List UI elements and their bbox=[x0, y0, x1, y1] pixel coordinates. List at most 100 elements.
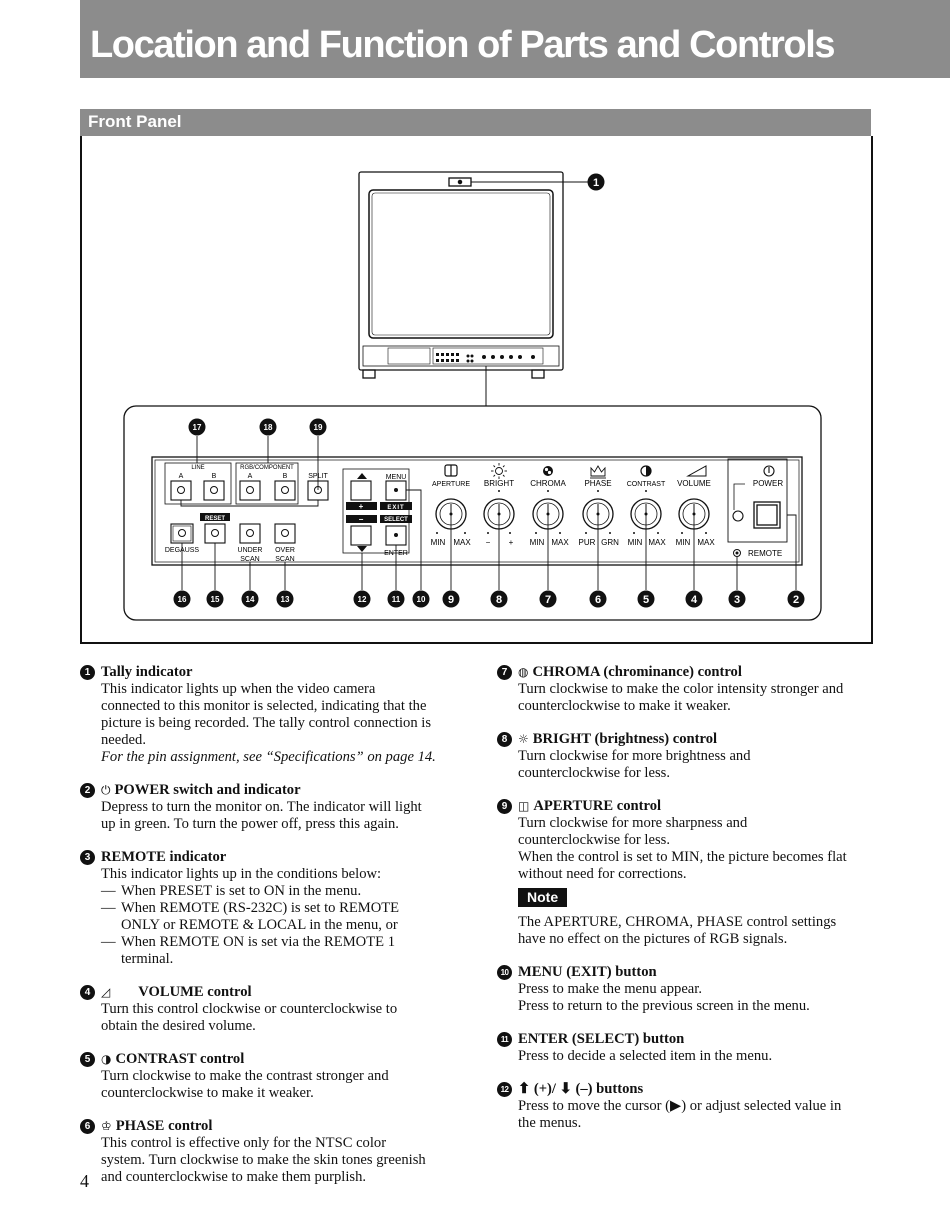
svg-text:1: 1 bbox=[593, 177, 599, 189]
item-number-badge: 2 bbox=[80, 783, 95, 798]
reset-label: RESET bbox=[205, 516, 225, 522]
item-title: ENTER (SELECT) button bbox=[518, 1031, 685, 1047]
power-switch[interactable] bbox=[753, 501, 781, 529]
line-a-button[interactable] bbox=[170, 480, 192, 501]
bright-icon bbox=[491, 463, 507, 479]
descriptions-right-column: 7 ◍CHROMA (chrominance) control Turn clo… bbox=[497, 664, 877, 1148]
select-label: SELECT bbox=[384, 517, 408, 523]
svg-text:19: 19 bbox=[314, 423, 323, 432]
item-text: up in green. To turn the power off, pres… bbox=[101, 816, 399, 832]
rgb-b-label: B bbox=[283, 473, 288, 480]
item-text: This control is effective only for the N… bbox=[101, 1135, 387, 1151]
item-title: MENU (EXIT) button bbox=[518, 964, 657, 980]
line-label: LINE bbox=[191, 465, 204, 471]
item-text: counterclockwise for less. bbox=[518, 832, 670, 848]
down-arrow-icon bbox=[357, 546, 367, 552]
power-area-box bbox=[727, 458, 788, 543]
reset-button[interactable] bbox=[204, 523, 226, 544]
chroma-icon bbox=[543, 466, 553, 476]
callout-10: 10 bbox=[412, 590, 430, 608]
enter-select-button[interactable] bbox=[385, 525, 407, 546]
svg-text:18: 18 bbox=[264, 423, 273, 432]
item-title: REMOTE indicator bbox=[101, 849, 227, 865]
description-item-8: 8 ☼BRIGHT (brightness) control Turn cloc… bbox=[497, 731, 877, 782]
svg-text:6: 6 bbox=[595, 594, 601, 606]
item-number-badge: 9 bbox=[497, 799, 512, 814]
control-panel bbox=[151, 456, 803, 566]
callout-11: 11 bbox=[387, 590, 405, 608]
menu-exit-button[interactable] bbox=[385, 480, 407, 501]
item-title: VOLUME control bbox=[138, 984, 252, 1000]
description-item-3: 3 REMOTE indicator This indicator lights… bbox=[80, 849, 460, 968]
phase-icon: ♔ bbox=[101, 1119, 112, 1133]
item-reference: For the pin assignment, see “Specificati… bbox=[101, 749, 436, 765]
aperture-max-label: MAX bbox=[453, 538, 471, 547]
item-text: Turn clockwise to make the contrast stro… bbox=[101, 1068, 389, 1084]
page-title: Location and Function of Parts and Contr… bbox=[90, 24, 836, 66]
callout-15: 15 bbox=[206, 590, 224, 608]
callout-7: 7 bbox=[539, 590, 557, 608]
aperture-icon bbox=[444, 464, 458, 477]
degauss-button[interactable] bbox=[170, 523, 194, 544]
menu-label: MENU bbox=[386, 474, 407, 481]
description-item-4: 4 ◿VOLUME control Turn this control cloc… bbox=[80, 984, 460, 1035]
svg-text:16: 16 bbox=[178, 595, 187, 604]
svg-text:4: 4 bbox=[691, 594, 698, 606]
item-text: picture is being recorded. The tally con… bbox=[101, 715, 432, 731]
power-icon: ⏻ bbox=[101, 783, 111, 797]
contrast-min-label: MIN bbox=[628, 538, 643, 547]
line-group-box bbox=[164, 462, 232, 505]
monitor-illustration bbox=[358, 171, 564, 379]
description-item-11: 11 ENTER (SELECT) button Press to decide… bbox=[497, 1031, 877, 1065]
item-text: Turn clockwise for more sharpness and bbox=[518, 815, 748, 831]
chroma-label: CHROMA bbox=[530, 479, 566, 488]
callout-17: 17 bbox=[188, 418, 206, 436]
remote-indicator bbox=[733, 549, 741, 557]
svg-text:5: 5 bbox=[643, 594, 649, 606]
callout-19: 19 bbox=[309, 418, 327, 436]
description-item-1: 1 Tally indicator This indicator lights … bbox=[80, 664, 460, 766]
callout-18: 18 bbox=[259, 418, 277, 436]
volume-max-label: MAX bbox=[697, 538, 715, 547]
item-number-badge: 11 bbox=[497, 1032, 512, 1047]
bright-plus-label: + bbox=[509, 538, 514, 547]
item-title: ⬆ (+)/ ⬇ (–) buttons bbox=[518, 1081, 644, 1097]
description-item-10: 10 MENU (EXIT) button Press to make the … bbox=[497, 964, 877, 1015]
menu-group-box bbox=[342, 468, 410, 554]
description-item-9: 9 ◫APERTURE control Turn clockwise for m… bbox=[497, 798, 877, 948]
volume-label: VOLUME bbox=[677, 479, 711, 488]
rgb-a-button[interactable] bbox=[239, 480, 261, 501]
under-scan-label: SCAN bbox=[240, 556, 259, 563]
underscan-button[interactable] bbox=[239, 523, 261, 544]
phase-grn-label: GRN bbox=[601, 538, 619, 547]
item-number-badge: 10 bbox=[497, 965, 512, 980]
item-title: PHASE control bbox=[115, 1118, 213, 1134]
rgb-b-button[interactable] bbox=[274, 480, 296, 501]
svg-text:10: 10 bbox=[417, 595, 426, 604]
volume-min-label: MIN bbox=[676, 538, 691, 547]
list-item: —When PRESET is set to ON in the menu. bbox=[101, 883, 362, 899]
contrast-icon: ◑ bbox=[101, 1052, 112, 1066]
callout-5: 5 bbox=[637, 590, 655, 608]
item-text: and counterclockwise to make them purpli… bbox=[101, 1169, 367, 1185]
front-panel-diagram: LINE A B RGB/COMPONENT A B SPLIT DEGAUSS… bbox=[123, 171, 822, 621]
overscan-button[interactable] bbox=[274, 523, 296, 544]
phase-label: PHASE bbox=[584, 479, 611, 488]
title-bar bbox=[80, 0, 950, 78]
item-text: Press to return to the previous screen i… bbox=[518, 998, 810, 1014]
svg-text:14: 14 bbox=[246, 595, 255, 604]
exit-label: EXIT bbox=[387, 505, 404, 511]
item-title: POWER switch and indicator bbox=[114, 782, 301, 798]
line-b-button[interactable] bbox=[203, 480, 225, 501]
item-number-badge: 8 bbox=[497, 732, 512, 747]
note-text: have no effect on the pictures of RGB si… bbox=[518, 931, 788, 947]
item-number-badge: 3 bbox=[80, 850, 95, 865]
up-plus-button[interactable] bbox=[350, 480, 372, 501]
down-minus-button[interactable] bbox=[350, 525, 372, 546]
description-item-7: 7 ◍CHROMA (chrominance) control Turn clo… bbox=[497, 664, 877, 715]
power-label: POWER bbox=[753, 479, 783, 488]
figure-frame bbox=[80, 136, 873, 644]
item-text: Press to make the menu appear. bbox=[518, 981, 702, 997]
description-item-5: 5 ◑CONTRAST control Turn clockwise to ma… bbox=[80, 1051, 460, 1102]
